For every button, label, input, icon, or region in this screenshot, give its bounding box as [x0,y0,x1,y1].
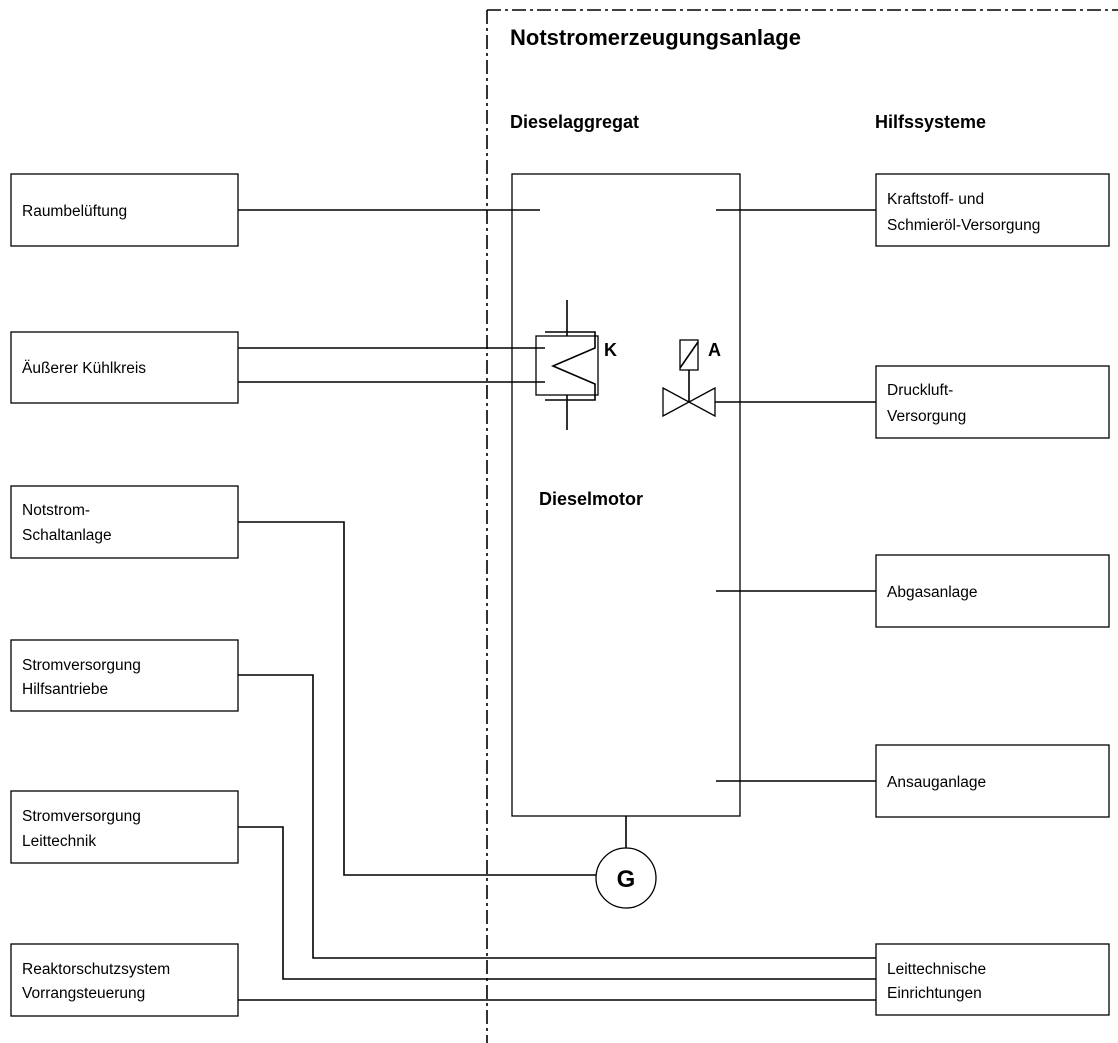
left-box-stromversorgung-hilfsantriebe: Stromversorgung Hilfsantriebe [10,639,239,712]
left-box-aeusserer-kuehlkreis: Äußerer Kühlkreis [10,331,239,404]
heading-hilfssysteme: Hilfssysteme [875,112,986,132]
left-box-label: Notstrom- [22,502,90,519]
generator-letter-g: G [617,866,636,893]
left-box-stromversorgung-leittechnik: Stromversorgung Leittechnik [10,790,239,864]
right-box-leittechnische-einrichtungen: Leittechnische Einrichtungen [875,943,1110,1016]
right-box-label: Einrichtungen [887,985,982,1002]
right-box-label: Druckluft- [887,382,953,399]
right-box-kraftstoff-schmieroel: Kraftstoff- und Schmieröl-Versorgung [875,173,1110,247]
right-box-label: Versorgung [887,408,966,425]
heading-dieselaggregat: Dieselaggregat [510,112,639,132]
left-box-label: Stromversorgung [22,808,141,825]
left-box-label: Leittechnik [22,833,96,850]
left-box-label: Hilfsantriebe [22,681,108,698]
generator-g: G [595,816,657,909]
right-box-druckluft-versorgung: Druckluft- Versorgung [875,365,1110,439]
right-box-label: Leittechnische [887,961,986,978]
right-box-label: Abgasanlage [887,584,978,601]
connector-leittechnik [238,826,876,980]
heat-exchanger-k: K [535,300,617,430]
left-box-label: Vorrangsteuerung [22,985,145,1002]
right-box-label: Kraftstoff- und [887,191,984,208]
left-box-label: Stromversorgung [22,657,141,674]
left-box-label: Äußerer Kühlkreis [22,360,146,377]
system-boundary [486,9,1118,1043]
right-box-ansauganlage: Ansauganlage [875,744,1110,818]
left-box-label: Schaltanlage [22,527,112,544]
diagram-title: Notstromerzeugungsanlage [510,25,801,50]
right-box-label: Ansauganlage [887,774,986,791]
dieselmotor-label: Dieselmotor [539,489,643,509]
valve-letter-a: A [708,340,721,360]
left-box-label: Raumbelüftung [22,203,127,220]
right-box-label: Schmieröl-Versorgung [887,217,1040,234]
dieselmotor-block: Dieselmotor [511,173,741,817]
left-box-notstrom-schaltanlage: Notstrom- Schaltanlage [10,485,239,559]
left-box-raumbelueftung: Raumbelüftung [10,173,239,247]
connector-hilfsantriebe [238,674,876,959]
valve-a: A [662,339,721,418]
connector-notstrom-schaltanlage [238,521,596,876]
left-box-reaktorschutzsystem: Reaktorschutzsystem Vorrangsteuerung [10,943,239,1017]
cooler-letter-k: K [604,340,617,360]
left-box-label: Reaktorschutzsystem [22,961,170,978]
right-box-abgasanlage: Abgasanlage [875,554,1110,628]
